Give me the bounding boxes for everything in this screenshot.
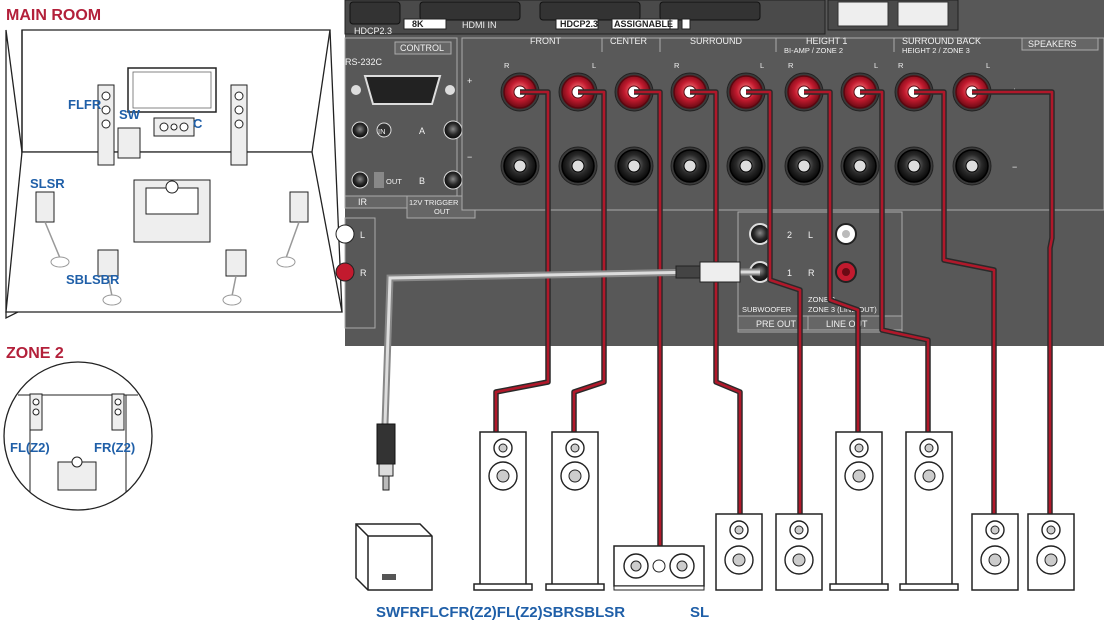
label-a: A: [419, 126, 425, 136]
label-ir-in: IN: [378, 127, 386, 136]
control-block: [335, 37, 476, 329]
ir-out-jack-icon: [351, 171, 369, 189]
label-preout-l: L: [808, 230, 813, 240]
ir-in-jack-icon: [351, 121, 369, 139]
trigger-b-jack-icon: [443, 170, 463, 190]
label-minus-right: −: [1012, 162, 1017, 172]
label-minus-left: −: [467, 152, 472, 162]
label-8k: 8K: [412, 19, 424, 29]
label-fr-z2: FR(Z2): [94, 440, 135, 455]
label-b: B: [419, 176, 425, 186]
label-preout-r: R: [808, 268, 815, 278]
terminal-rl-label: R: [504, 61, 510, 70]
tower-speaker-icon: [899, 431, 959, 591]
label-flfr: FLFR: [68, 97, 102, 112]
zone2-fl-speaker-icon: [29, 393, 43, 431]
terminal-rl-label: R: [674, 61, 680, 70]
label-ir-out: OUT: [386, 177, 402, 186]
label-control: CONTROL: [400, 43, 444, 53]
subwoofer-cable: [376, 261, 760, 491]
label-surround-back: SURROUND BACK: [902, 36, 981, 46]
label-height2: HEIGHT 2 / ZONE 3: [902, 46, 970, 55]
terminal-rl-label: R: [898, 61, 904, 70]
room-subwoofer-icon: [117, 127, 141, 159]
bottom-speaker-labels: SWFRFLCFR(Z2)FL(Z2)SBRSBLSR: [376, 604, 625, 621]
label-sblsbr: SBLSBR: [66, 272, 120, 287]
surround-left-speaker-icon: [35, 191, 70, 268]
bookshelf-speaker-icon: [1027, 513, 1075, 591]
zone2-sofa-icon: [57, 456, 97, 491]
trigger-a-jack-icon: [443, 120, 463, 140]
label-subwoofer: SUBWOOFER: [742, 305, 792, 314]
bookshelf-speaker-icon: [971, 513, 1019, 591]
label-line-out: LINE OUT: [826, 319, 868, 329]
zone2-fr-speaker-icon: [111, 393, 125, 431]
label-assignable: ASSIGNABLE: [614, 19, 673, 29]
bookshelf-speaker-icon: [775, 513, 823, 591]
label-hdmi-in: HDMI IN: [462, 20, 497, 30]
tower-speaker-icon: [473, 431, 533, 591]
main-room-diagram: [5, 29, 343, 320]
tower-speaker-icon: [829, 431, 889, 591]
terminal-rl-label: L: [592, 61, 596, 70]
center-speaker-icon: [613, 545, 705, 591]
label-c: C: [193, 116, 203, 131]
terminal-rl-label: R: [788, 61, 794, 70]
speaker-row: [473, 431, 1075, 591]
surround-right-speaker-icon: [276, 191, 309, 268]
terminal-pair: R: [894, 61, 934, 186]
terminal-rl-label: L: [874, 61, 878, 70]
label-speakers: SPEAKERS: [1028, 39, 1077, 49]
label-biamp: BI-AMP / ZONE 2: [784, 46, 843, 55]
label-left-r: R: [360, 268, 367, 278]
rs232c-port-icon: [351, 75, 455, 105]
zone2-diagram: [3, 361, 153, 511]
label-sub-1: 1: [787, 268, 792, 278]
front-right-speaker-icon: [230, 84, 248, 166]
label-plus-left: +: [467, 76, 472, 86]
label-front: FRONT: [530, 36, 561, 46]
front-left-speaker-icon: [97, 84, 115, 166]
label-height1: HEIGHT 1: [806, 36, 847, 46]
label-fl-z2: FL(Z2): [10, 440, 50, 455]
label-12v-trigger: 12V TRIGGER: [409, 198, 459, 207]
label-left-l: L: [360, 230, 365, 240]
label-rs232c: RS-232C: [345, 57, 383, 67]
speaker-terminal-block: [461, 37, 1104, 211]
label-center: CENTER: [610, 36, 648, 46]
tower-speaker-icon: [545, 431, 605, 591]
terminal-rl-label: L: [986, 61, 990, 70]
terminal-pair: R: [784, 61, 824, 186]
label-zone3-line: ZONE 3 (LINE OUT): [808, 305, 877, 314]
subwoofer-2-jack-icon: [749, 223, 771, 245]
label-hdcp-2: HDCP2.3: [354, 26, 392, 36]
label-slsr: SLSR: [30, 176, 65, 191]
bookshelf-speaker-icon: [715, 513, 763, 591]
zone2-title: ZONE 2: [6, 345, 64, 362]
label-trigger-out: OUT: [434, 207, 450, 216]
terminal-rl-label: L: [760, 61, 764, 70]
preout-block: [737, 211, 903, 333]
sofa-icon: [133, 179, 211, 243]
rca-plug-bottom-icon: [378, 463, 394, 477]
label-ir: IR: [358, 197, 368, 207]
room-center-speaker-icon: [153, 117, 195, 137]
label-sw: SW: [119, 107, 141, 122]
label-hdcp-1: HDCP2.3: [560, 19, 598, 29]
speaker-wires: [493, 89, 1055, 553]
surround-back-left-speaker-icon: [97, 249, 122, 306]
surround-back-right-speaker-icon: [222, 249, 247, 306]
main-room-title: MAIN ROOM: [6, 7, 101, 24]
label-zone2-small: ZONE 2: [808, 295, 835, 304]
label-pre-out: PRE OUT: [756, 319, 797, 329]
subwoofer-speaker-icon: [355, 523, 433, 591]
rca-plug-icon: [699, 261, 741, 283]
label-sub-2: 2: [787, 230, 792, 240]
bottom-label-sl: SL: [690, 604, 709, 621]
label-surround: SURROUND: [690, 36, 743, 46]
